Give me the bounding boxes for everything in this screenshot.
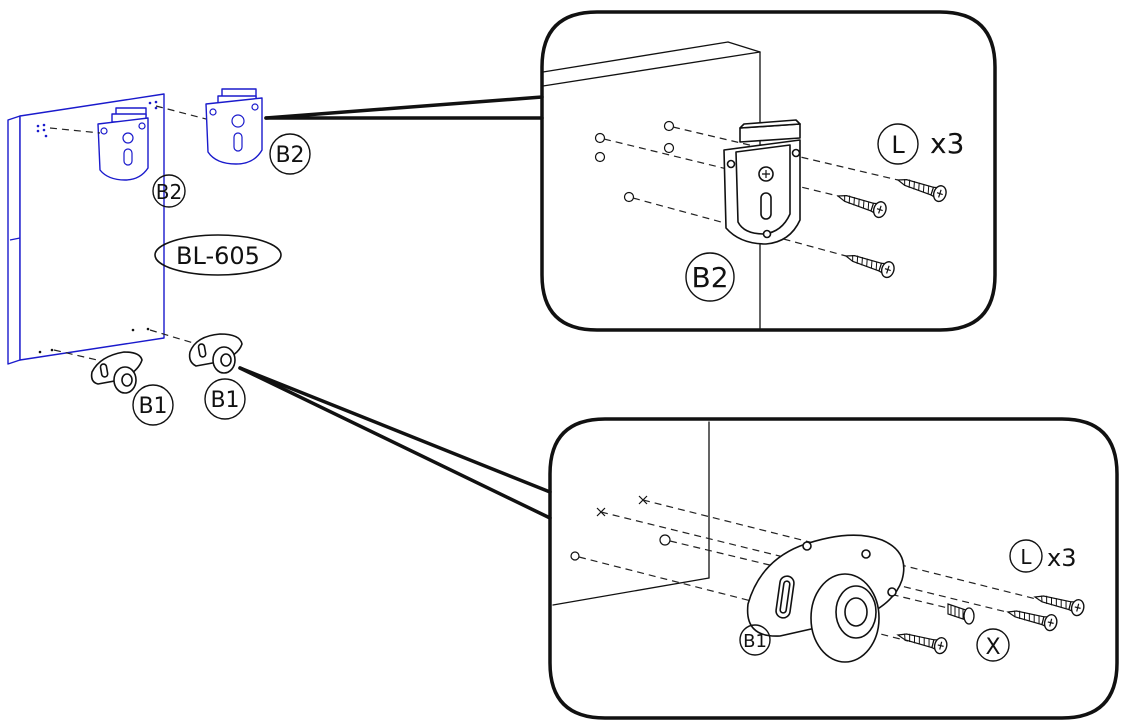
- screw-callout-top: L x3: [877, 123, 964, 165]
- bumper-b1-right: [188, 333, 243, 374]
- svg-text:B1: B1: [210, 388, 239, 413]
- hanger-b2-mounted: [97, 107, 149, 181]
- callout-b1-detail: L x3 X B1: [238, 366, 1119, 720]
- label-x: X: [976, 628, 1010, 662]
- screw-x: [947, 603, 975, 625]
- label-b1-left: B1: [132, 384, 174, 426]
- svg-text:L: L: [891, 131, 905, 159]
- bumper-b1-left: [90, 351, 143, 394]
- svg-text:BL-605: BL-605: [176, 242, 260, 270]
- label-b2-detail: B2: [685, 252, 735, 302]
- label-b2-panel: B2: [152, 174, 186, 208]
- screw-callout-bottom: L x3: [1009, 539, 1076, 573]
- label-b2-side: B2: [269, 133, 311, 175]
- svg-text:B1: B1: [743, 631, 767, 652]
- callout-b2-detail: L x3 B2: [264, 10, 997, 332]
- svg-text:x3: x3: [1047, 544, 1076, 572]
- wall-edge-bottom: [552, 421, 710, 606]
- svg-text:X: X: [985, 635, 1000, 660]
- label-b1-right: B1: [204, 378, 246, 420]
- svg-text:L: L: [1020, 545, 1032, 569]
- panel-overview: [7, 93, 211, 365]
- hanger-b2-loose: [205, 88, 263, 165]
- svg-text:B2: B2: [275, 143, 304, 168]
- label-b1-detail: B1: [739, 624, 771, 656]
- hanger-b2-detail: [723, 119, 801, 245]
- svg-text:x3: x3: [930, 127, 964, 160]
- model-label: BL-605: [154, 234, 282, 276]
- bumper-b1-detail: [746, 534, 905, 663]
- svg-text:B2: B2: [156, 180, 182, 204]
- svg-text:B1: B1: [138, 394, 167, 419]
- svg-text:B2: B2: [691, 261, 728, 294]
